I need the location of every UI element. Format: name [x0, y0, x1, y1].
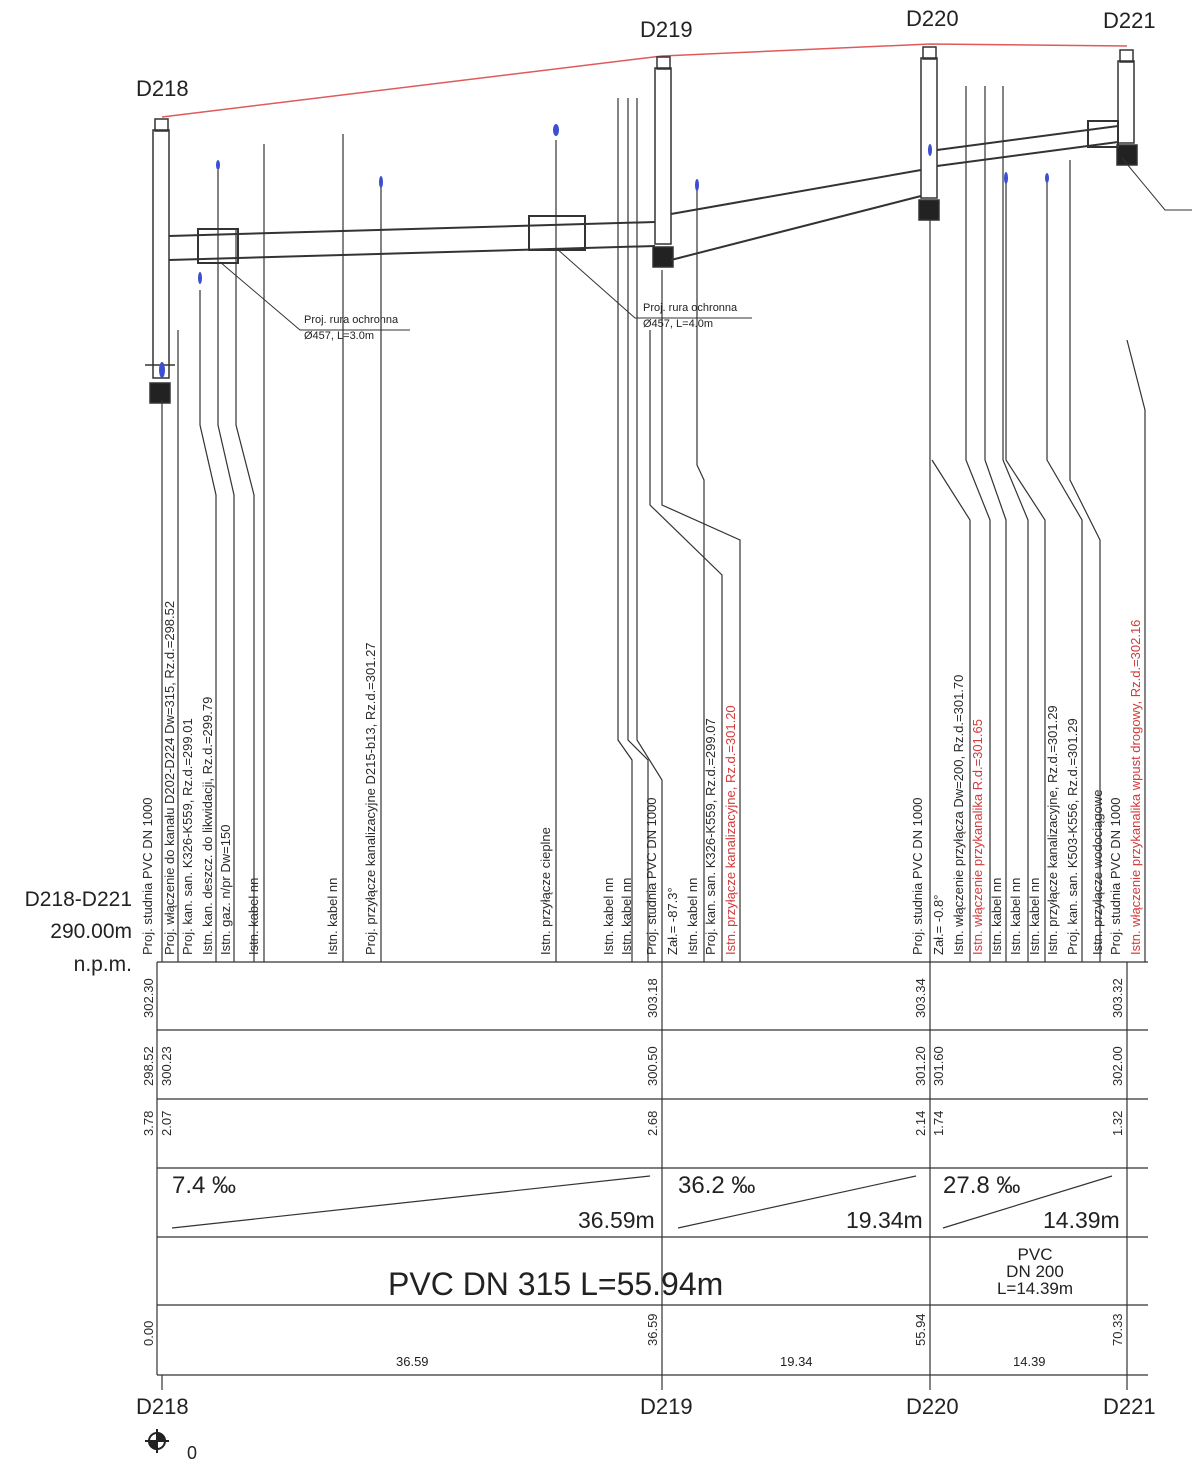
station-label-bottom-d219: D219 — [640, 1394, 693, 1419]
annotation-text: Zał.= -87.3° — [665, 887, 680, 955]
terrain-value: 303.18 — [645, 978, 660, 1018]
annotation-text: Istn. kabel nn — [989, 877, 1004, 955]
chainage-value: 36.59 — [645, 1313, 660, 1346]
segment-distance: 14.39 — [1013, 1354, 1046, 1369]
manhole-d221 — [1116, 49, 1138, 166]
slope-grade: 7.4 ‰ — [172, 1172, 237, 1199]
depth-value: 2.07 — [159, 1110, 174, 1136]
annotation-text: Istn. kan. deszcz. do likwidacji, Rz.d.=… — [200, 696, 215, 955]
invert-value: 300.23 — [159, 1046, 174, 1086]
segment-distance: 36.59 — [396, 1354, 429, 1369]
annotation-text: Proj. kan. san. K503-K556, Rz.d.=301.29 — [1065, 718, 1080, 955]
annotation-text: Istn. kabel nn — [685, 877, 700, 955]
callout-protective-pipe-2: Proj. rura ochronna Ø457, L=4.0m — [643, 302, 737, 330]
callout-line2: Ø457, L=4.0m — [643, 318, 714, 330]
invert-value: 298.52 — [141, 1046, 156, 1086]
pipe-small-line: DN 200 — [1006, 1262, 1064, 1281]
annotation-text: Istn. włączenie przyłącza Dw=200, Rz.d.=… — [951, 674, 966, 955]
annotation-text: Zał.= -0.8° — [931, 894, 946, 955]
annotation-text: Istn. włączenie przykanalika R.d.=301.65 — [970, 719, 985, 955]
terrain-value: 303.32 — [1110, 978, 1125, 1018]
annotation-text: Proj. włączenie do kanału D202-D224 Dw=3… — [162, 600, 177, 955]
station-label-bottom-d218: D218 — [136, 1394, 189, 1419]
invert-value: 300.50 — [645, 1046, 660, 1086]
callout-leaders — [219, 157, 1192, 331]
annotation-text: Proj. kan. san. K326-K559, Rz.d.=299.01 — [180, 718, 195, 955]
datum-reference: n.p.m. — [73, 953, 132, 976]
annotation-text: Proj. studnia PVC DN 1000 — [910, 797, 925, 955]
slope-grade: 27.8 ‰ — [943, 1172, 1021, 1199]
manhole-d218 — [145, 118, 175, 404]
pipe-small-line: PVC — [1017, 1245, 1053, 1264]
annotation-text: Proj. studnia PVC DN 1000 — [140, 797, 155, 955]
depth-value: 1.32 — [1110, 1110, 1125, 1136]
chainage-value: 70.33 — [1110, 1313, 1125, 1346]
pipe-small-line: L=14.39m — [996, 1279, 1074, 1298]
station-label-bottom-d221: D221 — [1103, 1394, 1156, 1419]
depth-value: 2.14 — [913, 1110, 928, 1136]
annotation-text: Istn. kabel nn — [246, 877, 261, 955]
chainage-value: 55.94 — [913, 1313, 928, 1346]
callout-line1: Proj. rura ochronna — [304, 314, 399, 326]
annotation-text: Proj. przyłącze kanalizacyjne D215-b13, … — [363, 642, 378, 955]
invert-value: 301.60 — [931, 1046, 946, 1086]
chainage-value: 0.00 — [141, 1320, 156, 1346]
manhole-d220 — [918, 46, 940, 221]
profile-table-grid — [156, 961, 1148, 1390]
terrain-line — [161, 43, 1128, 118]
origin-symbol-icon — [145, 1429, 169, 1453]
depth-value: 3.78 — [141, 1110, 156, 1136]
annotation-text: Istn. przyłącze kanalizacyjne, Rz.d.=301… — [723, 705, 738, 955]
sewer-pipe — [168, 120, 1119, 264]
annotation-text: Istn. gaz. n/pr Dw=150 — [218, 824, 233, 955]
manhole-d219 — [652, 56, 674, 268]
datum-elevation: 290.00m — [50, 920, 132, 943]
slope-grade: 36.2 ‰ — [678, 1172, 756, 1199]
annotation-text: Proj. studnia PVC DN 1000 — [1108, 797, 1123, 955]
origin-label: 0 — [187, 1443, 198, 1463]
pipe-small-spec: PVC DN 200 L=14.39m — [995, 1246, 1075, 1297]
callout-protective-pipe-1: Proj. rura ochronna Ø457, L=3.0m — [304, 314, 398, 342]
profile-name: D218-D221 — [24, 888, 132, 911]
pipe-main-spec: PVC DN 315 L=55.94m — [388, 1266, 724, 1302]
annotation-text: Istn. kabel nn — [325, 877, 340, 955]
utility-markers — [159, 124, 1049, 378]
annotation-text: Istn. przyłącze cieplne — [538, 827, 553, 955]
annotation-text: Istn. przyłącze kanalizacyjne, Rz.d.=301… — [1045, 705, 1060, 955]
station-label-top-d220: D220 — [906, 6, 959, 31]
annotation-text: Istn. kabel nn — [1027, 877, 1042, 955]
callout-line2: Ø457, L=3.0m — [304, 330, 375, 342]
slope-length: 19.34m — [846, 1207, 923, 1233]
station-label-top-d218: D218 — [136, 76, 189, 101]
slope-length: 36.59m — [578, 1207, 655, 1233]
station-label-top-d221: D221 — [1103, 8, 1156, 33]
invert-value: 301.20 — [913, 1046, 928, 1086]
station-label-bottom-d220: D220 — [906, 1394, 959, 1419]
annotation-text: Proj. studnia PVC DN 1000 — [644, 797, 659, 955]
terrain-value: 302.30 — [141, 978, 156, 1018]
invert-value: 302.00 — [1110, 1046, 1125, 1086]
station-label-top-d219: D219 — [640, 17, 693, 42]
utility-lines — [161, 86, 1146, 962]
annotation-text: Istn. kabel nn — [601, 877, 616, 955]
callout-line1: Proj. rura ochronna — [643, 302, 738, 314]
annotation-text: Istn. kabel nn — [619, 877, 634, 955]
annotation-text: Istn. przyłącze wodociągowe — [1090, 789, 1105, 955]
annotation-text: Istn. kabel nn — [1008, 877, 1023, 955]
depth-value: 1.74 — [931, 1110, 946, 1136]
slope-lines — [171, 1175, 1113, 1229]
annotation-text: Istn. włączenie przykanalika wpust drogo… — [1128, 619, 1143, 955]
terrain-value: 303.34 — [913, 978, 928, 1018]
annotation-text: Proj. kan. san. K326-K559, Rz.d.=299.07 — [703, 718, 718, 955]
depth-value: 2.68 — [645, 1110, 660, 1136]
slope-length: 14.39m — [1043, 1207, 1120, 1233]
segment-distance: 19.34 — [780, 1354, 813, 1369]
